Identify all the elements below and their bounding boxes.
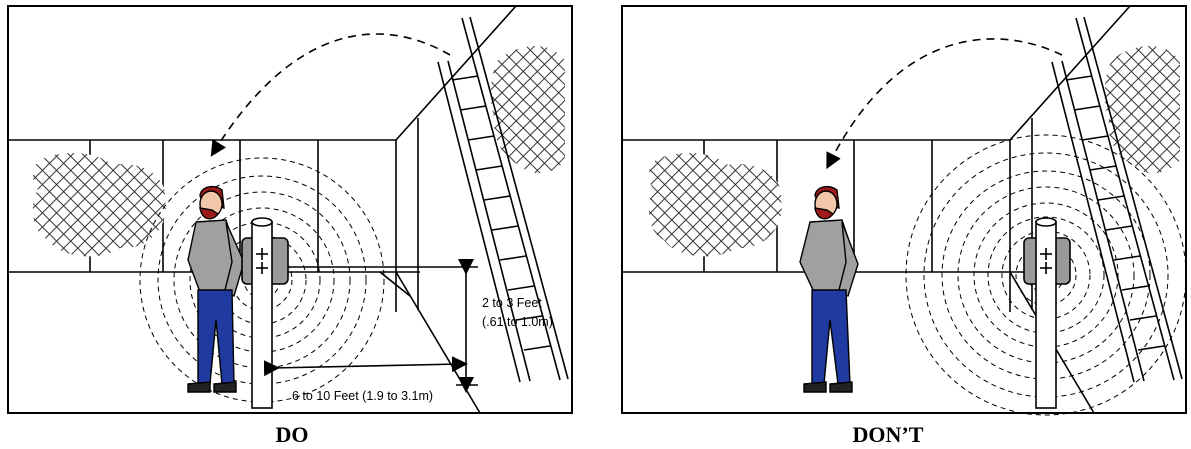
pole-cap-dont [1035, 217, 1057, 227]
mesh-blob-right [490, 45, 565, 174]
dashed-arc-arrow-dont [826, 38, 1063, 170]
distance-measure [263, 356, 468, 377]
dashed-arc-arrow [210, 33, 451, 157]
person-dont [799, 185, 859, 393]
caption-do: DO [275, 422, 309, 447]
person-shoe-left-dont [803, 381, 827, 393]
panel-dont [621, 5, 1187, 416]
height-label-line1: 2 to 3 Feet [482, 296, 542, 310]
mesh-blob-left [32, 153, 166, 257]
ladder-dont [1051, 16, 1183, 383]
room-walls-dont [622, 5, 1131, 414]
detector-unit-dont [1023, 217, 1071, 409]
mesh-blob-left-dont [648, 153, 782, 257]
person-beard [199, 207, 220, 220]
person [187, 185, 245, 393]
caption-dont: DON’T [852, 422, 924, 447]
pole-cap [251, 217, 273, 227]
room-walls [8, 5, 517, 414]
person-shoe-right [213, 381, 237, 393]
distance-label: 6 to 10 Feet (1.9 to 3.1m) [292, 389, 433, 403]
person-shoe-right-dont [829, 381, 853, 393]
mesh-blob-right-dont [1104, 45, 1180, 174]
person-beard-dont [814, 207, 835, 220]
panel-do: 2 to 3 Feet (.61 to 1.0m) 6 to 10 Feet (… [7, 5, 573, 414]
height-label-line2: (.61 to 1.0m) [482, 315, 553, 329]
ladder [437, 16, 569, 383]
person-shoe-left [187, 381, 211, 393]
